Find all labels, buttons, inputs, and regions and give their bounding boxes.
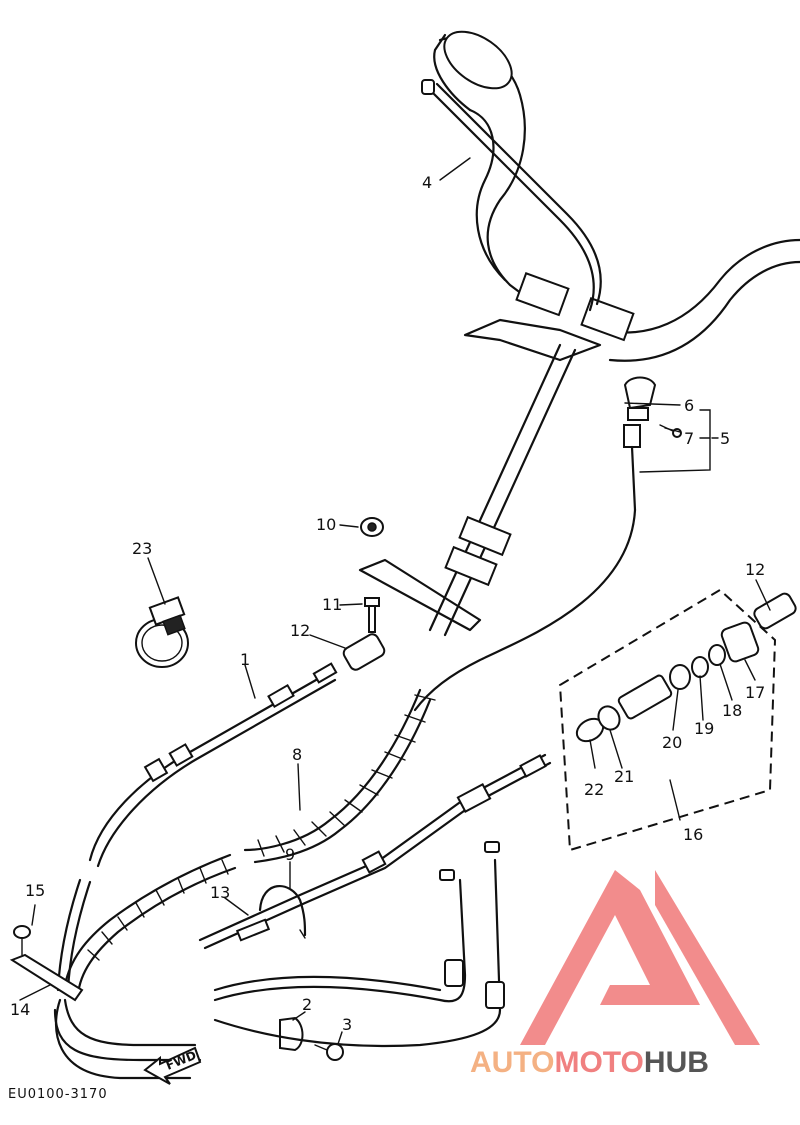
cable-1 bbox=[56, 662, 338, 992]
steering-column bbox=[358, 343, 577, 637]
choke-knob-assembly-5 bbox=[413, 376, 682, 712]
callout-23: 23 bbox=[132, 539, 152, 558]
callout-11: 11 bbox=[322, 595, 342, 614]
assembly-16 bbox=[558, 588, 777, 852]
callout-12-left: 12 bbox=[290, 621, 310, 640]
clip-2 bbox=[279, 1016, 304, 1052]
callout-19: 19 bbox=[694, 719, 714, 738]
watermark-hub: HUB bbox=[644, 1046, 709, 1079]
automotohub-watermark: AUTOMOTOHUB bbox=[470, 870, 760, 1079]
callout-12-right: 12 bbox=[745, 560, 765, 579]
grommet-12-left bbox=[342, 633, 386, 671]
automotohub-logo-icon bbox=[520, 870, 760, 1045]
callout-16: 16 bbox=[683, 825, 703, 844]
callout-7: 7 bbox=[684, 429, 694, 448]
callout-15: 15 bbox=[25, 881, 45, 900]
bracket-14 bbox=[9, 953, 84, 1002]
callout-2: 2 bbox=[302, 995, 312, 1014]
callout-6: 6 bbox=[684, 396, 694, 415]
callout-5: 5 bbox=[720, 429, 730, 448]
screw-3 bbox=[314, 1043, 344, 1061]
diagram-code: EU0100-3170 bbox=[8, 1087, 108, 1102]
callout-numbers: 1 2 3 4 5 6 7 8 9 10 11 12 12 13 14 15 1… bbox=[10, 173, 765, 1034]
callout-10: 10 bbox=[316, 515, 336, 534]
bolt-11 bbox=[364, 597, 380, 633]
handlebar bbox=[433, 30, 800, 362]
callout-9: 9 bbox=[285, 845, 295, 864]
callout-13: 13 bbox=[210, 883, 230, 902]
watermark-moto: MOTO bbox=[554, 1046, 643, 1079]
callout-22: 22 bbox=[584, 780, 604, 799]
grommet-12-right bbox=[753, 592, 797, 630]
throttle-cable-4 bbox=[421, 79, 602, 312]
svg-text:AUTOMOTOHUB: AUTOMOTOHUB bbox=[470, 1046, 709, 1079]
callout-21: 21 bbox=[614, 767, 634, 786]
callout-leaders bbox=[19, 157, 771, 1045]
clamp-9 bbox=[258, 884, 307, 939]
callout-1: 1 bbox=[240, 650, 250, 669]
cable-13 bbox=[198, 753, 552, 950]
hose-clamp-23 bbox=[135, 596, 189, 668]
nut-10 bbox=[360, 517, 384, 537]
callout-17: 17 bbox=[745, 683, 765, 702]
callout-14: 14 bbox=[10, 1000, 30, 1019]
callout-4: 4 bbox=[422, 173, 432, 192]
spiral-wrap-8 bbox=[53, 688, 436, 1080]
callout-8: 8 bbox=[292, 745, 302, 764]
callout-20: 20 bbox=[662, 733, 682, 752]
callout-18: 18 bbox=[722, 701, 742, 720]
lower-cables bbox=[213, 841, 505, 1048]
screw-15 bbox=[13, 925, 31, 956]
watermark-auto: AUTO bbox=[470, 1046, 554, 1079]
callout-3: 3 bbox=[342, 1015, 352, 1034]
